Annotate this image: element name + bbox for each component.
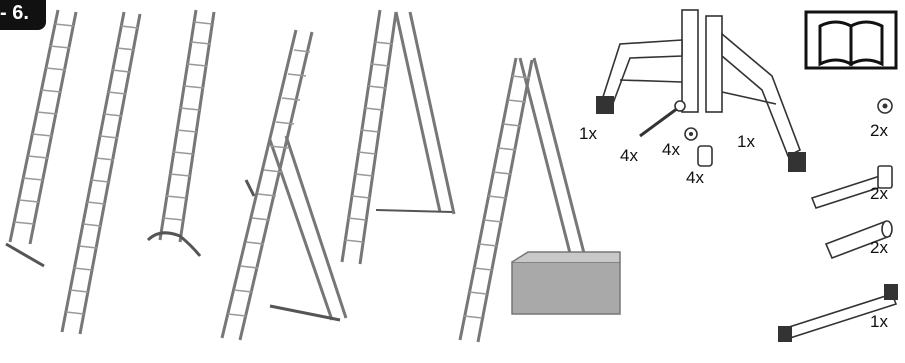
ladder-aframe-4 [222,30,346,340]
qty-bolt-small: 4x [620,146,638,166]
qty-sleeve-small: 4x [686,168,704,188]
step-label: - 6. [0,2,29,25]
qty-right-leg: 1x [737,132,755,152]
nut-right [878,99,892,113]
leg-assembly-right [706,16,806,172]
qty-nut-right: 2x [870,121,888,141]
qty-bolt-right: 2x [870,184,888,204]
bolt-small [640,101,685,136]
qty-nut-small: 4x [662,140,680,160]
ladder-aframe-5 [342,10,454,264]
qty-crossbar: 1x [870,312,888,332]
ladder-extended-1 [6,10,76,266]
leg-assembly-left [596,10,698,114]
nut-small [685,128,697,140]
qty-tube-right: 2x [870,238,888,258]
sleeve-small [698,146,712,166]
ladder-straight-3 [148,10,214,256]
ladder-extended-2 [62,12,140,334]
qty-left-leg: 1x [579,124,597,144]
step-badge: - 6. [0,0,46,30]
manual-book-icon [806,12,896,68]
